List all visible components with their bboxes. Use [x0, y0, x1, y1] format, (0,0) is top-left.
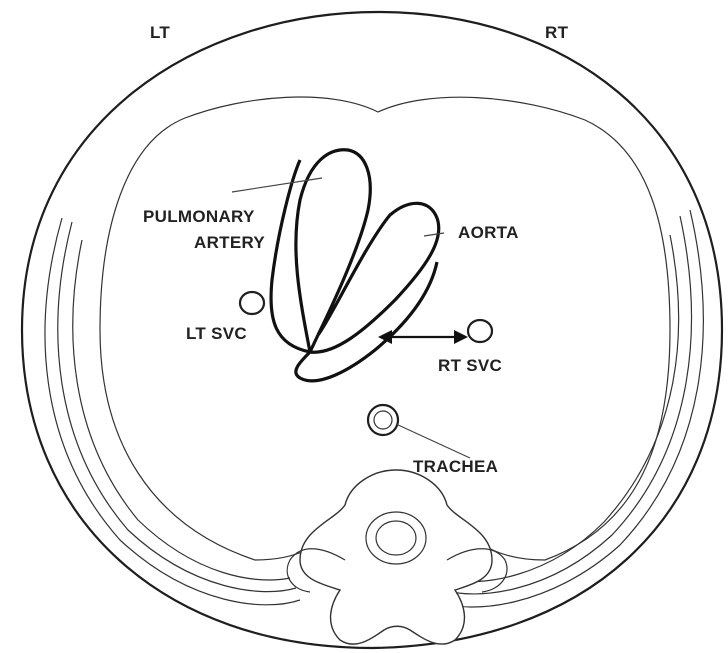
- trachea-ring-outer: [368, 405, 398, 435]
- distance-arrow: [378, 330, 468, 344]
- label-rt-svc: RT SVC: [438, 356, 502, 375]
- aorta-outline: [296, 262, 437, 381]
- trachea-leader: [396, 424, 470, 458]
- rib-left-inner: [58, 222, 296, 592]
- vertebra: [287, 470, 507, 644]
- label-pulmonary-artery-line1: PULMONARY: [143, 207, 255, 226]
- trachea-ring-inner: [374, 411, 392, 429]
- rt-svc-vessel: [468, 320, 492, 342]
- vertebral-body-outline: [300, 470, 492, 644]
- lt-svc-vessel: [240, 292, 264, 314]
- pulmonary-artery-outline: [296, 150, 439, 352]
- label-lt-svc: LT SVC: [186, 324, 247, 343]
- label-trachea: TRACHEA: [413, 457, 498, 476]
- pulmonary-artery-leader: [232, 178, 322, 192]
- aorta-leader: [424, 233, 444, 236]
- rib-right-inner2: [450, 235, 679, 582]
- label-aorta: AORTA: [458, 223, 519, 242]
- rib-left-inner2: [73, 240, 290, 580]
- label-lt: LT: [150, 23, 170, 42]
- label-pulmonary-artery-line2: ARTERY: [194, 233, 265, 252]
- label-rt: RT: [545, 23, 569, 42]
